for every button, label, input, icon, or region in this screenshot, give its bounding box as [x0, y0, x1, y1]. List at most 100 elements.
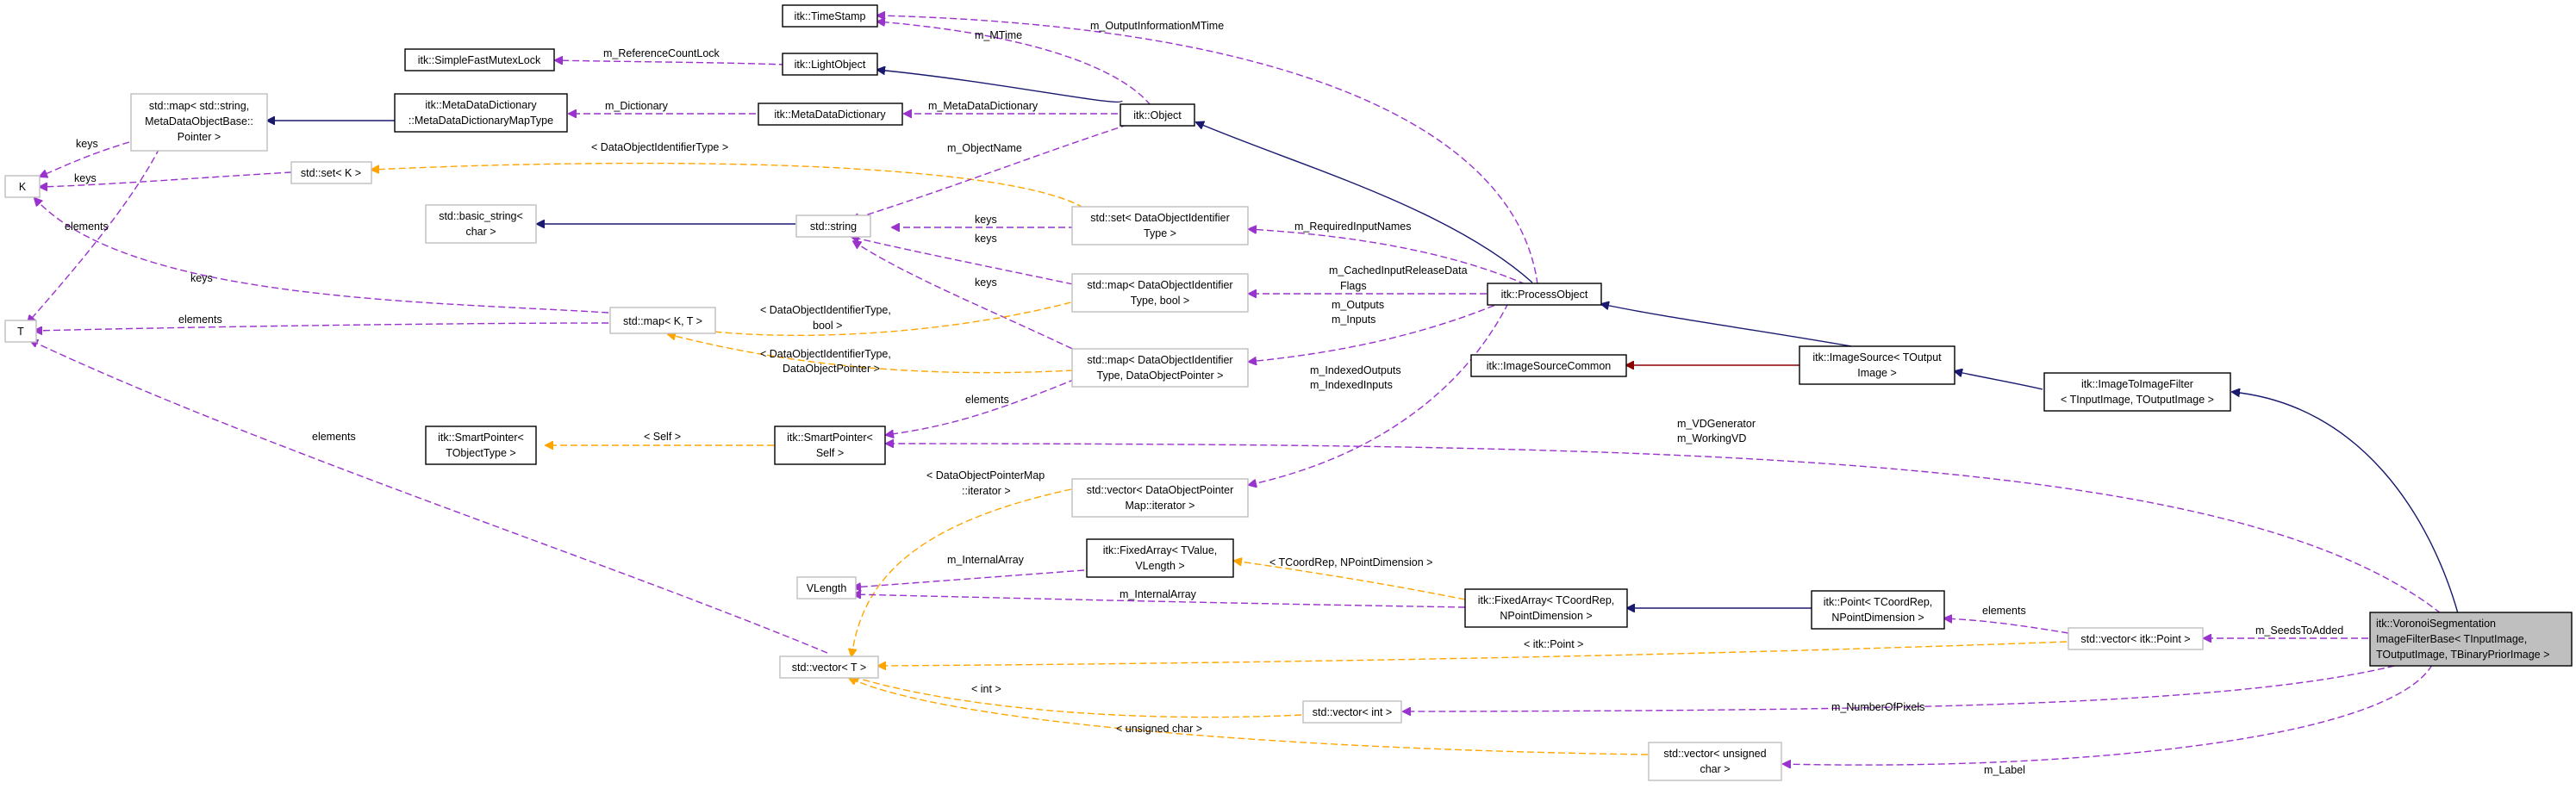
node-label: std::map< DataObjectIdentifier — [1087, 354, 1232, 366]
label-m-vdgenerator-2: m_WorkingVD — [1677, 432, 1746, 444]
edge-m-internalarray-2 — [853, 594, 1466, 608]
node-t[interactable]: T — [4, 320, 37, 343]
node-std-basic-string-char[interactable]: std::basic_string< char > — [425, 204, 537, 244]
node-label: VLength — [807, 582, 847, 594]
node-label: itk::MetaDataDictionary — [425, 99, 537, 111]
node-itk-smartpointer-self[interactable]: itk::SmartPointer< Self > — [774, 426, 886, 465]
edge-m-vdgenerator — [886, 444, 2442, 614]
node-std-vector-t[interactable]: std::vector< T > — [779, 655, 879, 679]
node-itk-imagetoimagefilter[interactable]: itk::ImageToImageFilter < TInputImage, T… — [2043, 372, 2231, 412]
edge-elements-map-kt-to-t — [34, 322, 609, 331]
edge-imagesource-to-imagetoimagefilter — [1955, 371, 2043, 390]
node-itk-processobject[interactable]: itk::ProcessObject — [1487, 283, 1602, 306]
node-label: TOutputImage, TBinaryPriorImage > — [2376, 649, 2549, 661]
node-label: itk::ImageSource< TOutput — [1812, 351, 1942, 363]
label-unsigned-char-template: < unsigned char > — [1116, 723, 1202, 735]
label-m-outputs-inputs-1: m_Outputs — [1332, 299, 1384, 311]
node-itk-fixedarray-tcoordrep-npointdimension[interactable]: itk::FixedArray< TCoordRep, NPointDimens… — [1464, 588, 1628, 628]
node-std-set-dataobjectidentifiertype[interactable]: std::set< DataObjectIdentifier Type > — [1071, 206, 1249, 245]
node-label: std::vector< unsigned — [1663, 748, 1766, 760]
node-label: std::map< std::string, — [149, 100, 249, 112]
node-label: itk::FixedArray< TValue, — [1103, 544, 1218, 556]
label-elements-smartpointer: elements — [965, 394, 1009, 406]
node-std-vector-unsigned-char[interactable]: std::vector< unsigned char > — [1648, 742, 1782, 781]
edge-m-requiredinputnames — [1249, 229, 1526, 285]
node-std-vector-dataobjectpointermap-iterator[interactable]: std::vector< DataObjectPointer Map::iter… — [1071, 478, 1249, 518]
label-self-template: < Self > — [644, 431, 681, 443]
node-itk-metadatadictionary-maptype[interactable]: itk::MetaDataDictionary ::MetaDataDictio… — [394, 93, 568, 133]
node-label: itk::MetaDataDictionary — [774, 109, 886, 121]
node-label: char > — [465, 226, 496, 238]
node-label: itk::SmartPointer< — [787, 432, 873, 444]
node-std-map-string-metadataobjectbase[interactable]: std::map< std::string, MetaDataObjectBas… — [130, 93, 268, 152]
edge-dataobjectidentifiertype-pointer — [668, 334, 1074, 374]
label-m-seedstoadded: m_SeedsToAdded — [2255, 624, 2343, 637]
edge-processobject-to-object — [1196, 122, 1533, 283]
node-std-map-dataobjectidentifiertype-dataobjectpointer[interactable]: std::map< DataObjectIdentifier Type, Dat… — [1071, 348, 1249, 388]
edge-elements-vector-t-to-t — [30, 340, 828, 654]
edges-layer — [28, 16, 2459, 765]
label-elements-vector-t: elements — [312, 431, 356, 443]
node-label: std::basic_string< — [439, 210, 523, 222]
nodes-layer: itk::TimeStamp itk::SimpleFastMutexLock … — [4, 4, 2573, 781]
edge-m-internalarray-1 — [853, 569, 1085, 587]
node-label: itk::SmartPointer< — [438, 432, 524, 444]
edge-m-outputinformationmtime — [877, 16, 1538, 285]
label-m-indexedoutputs-inputs-1: m_IndexedOutputs — [1310, 364, 1401, 376]
edge-elements-smartpointer — [886, 378, 1076, 435]
edge-keys-set-to-k — [40, 171, 292, 187]
label-keys-set-dataobjectid: keys — [975, 214, 997, 226]
label-m-requiredinputnames: m_RequiredInputNames — [1294, 221, 1412, 233]
node-label: std::vector< T > — [792, 662, 866, 674]
edge-m-referencecountlock — [555, 60, 787, 65]
node-label: TObjectType > — [446, 447, 515, 459]
node-itk-fixedarray-tvalue-vlength[interactable]: itk::FixedArray< TValue, VLength > — [1086, 538, 1234, 578]
label-m-objectname: m_ObjectName — [947, 142, 1022, 154]
node-label: itk::SimpleFastMutexLock — [418, 54, 541, 66]
label-m-cachedinputreleasedataflags-2: Flags — [1340, 280, 1367, 292]
node-label: MetaDataObjectBase:: — [145, 115, 253, 127]
node-k[interactable]: K — [4, 175, 41, 198]
label-m-outputinformationmtime: m_OutputInformationMTime — [1090, 20, 1224, 32]
node-label: std::string — [810, 221, 857, 233]
edge-labels-layer: m_OutputInformationMTime m_MTime m_Refer… — [65, 20, 2343, 776]
node-std-map-dataobjectidentifiertype-bool[interactable]: std::map< DataObjectIdentifier Type, boo… — [1071, 273, 1249, 313]
node-label: NPointDimension > — [1831, 612, 1924, 624]
node-std-vector-int[interactable]: std::vector< int > — [1302, 700, 1402, 724]
node-label: Pointer > — [178, 131, 221, 143]
label-m-internalarray-1: m_InternalArray — [947, 554, 1025, 566]
edge-elements-point — [1944, 618, 2069, 634]
node-std-map-k-t[interactable]: std::map< K, T > — [609, 307, 716, 334]
node-std-set-k[interactable]: std::set< K > — [290, 161, 372, 184]
edge-m-numberofpixels — [1403, 662, 2405, 711]
node-label: std::set< DataObjectIdentifier — [1090, 212, 1230, 224]
node-itk-imagesource[interactable]: itk::ImageSource< TOutput Image > — [1799, 345, 1955, 385]
node-itk-metadatadictionary[interactable]: itk::MetaDataDictionary — [758, 103, 903, 126]
label-m-referencecountlock: m_ReferenceCountLock — [603, 47, 720, 59]
node-label: Type, DataObjectPointer > — [1097, 370, 1224, 382]
node-itk-point-tcoordrep-npointdimension[interactable]: itk::Point< TCoordRep, NPointDimension > — [1811, 590, 1945, 630]
edge-elements-map-to-t — [28, 147, 160, 323]
node-std-vector-itk-point[interactable]: std::vector< itk::Point > — [2068, 627, 2204, 650]
node-label: Type > — [1144, 227, 1176, 239]
node-std-string[interactable]: std::string — [795, 214, 871, 238]
node-itk-voronoisegmentationimagefilterbase[interactable]: itk::VoronoiSegmentation ImageFilterBase… — [2369, 612, 2573, 667]
label-m-vdgenerator-1: m_VDGenerator — [1677, 418, 1756, 430]
node-itk-lightobject[interactable]: itk::LightObject — [782, 53, 878, 76]
node-label: itk::FixedArray< TCoordRep, — [1478, 594, 1615, 606]
node-label: Map::iterator > — [1126, 500, 1195, 512]
node-itk-simplefastmutexlock[interactable]: itk::SimpleFastMutexLock — [404, 48, 555, 71]
node-itk-object[interactable]: itk::Object — [1120, 103, 1195, 127]
label-m-metadatadictionary: m_MetaDataDictionary — [928, 100, 1039, 112]
label-m-numberofpixels: m_NumberOfPixels — [1831, 701, 1924, 713]
label-keys-map-pointer: keys — [975, 276, 997, 289]
label-m-indexedoutputs-inputs-2: m_IndexedInputs — [1310, 379, 1393, 391]
node-itk-imagesourcecommon[interactable]: itk::ImageSourceCommon — [1470, 354, 1627, 377]
label-dataobjectidentifiertype-pointer-2: DataObjectPointer > — [783, 363, 880, 375]
node-label: ::MetaDataDictionaryMapType — [409, 115, 553, 127]
node-vlength[interactable]: VLength — [796, 576, 857, 600]
node-itk-timestamp[interactable]: itk::TimeStamp — [782, 4, 878, 28]
node-itk-smartpointer-tobjecttype[interactable]: itk::SmartPointer< TObjectType > — [425, 426, 537, 465]
label-m-internalarray-2: m_InternalArray — [1120, 588, 1197, 600]
